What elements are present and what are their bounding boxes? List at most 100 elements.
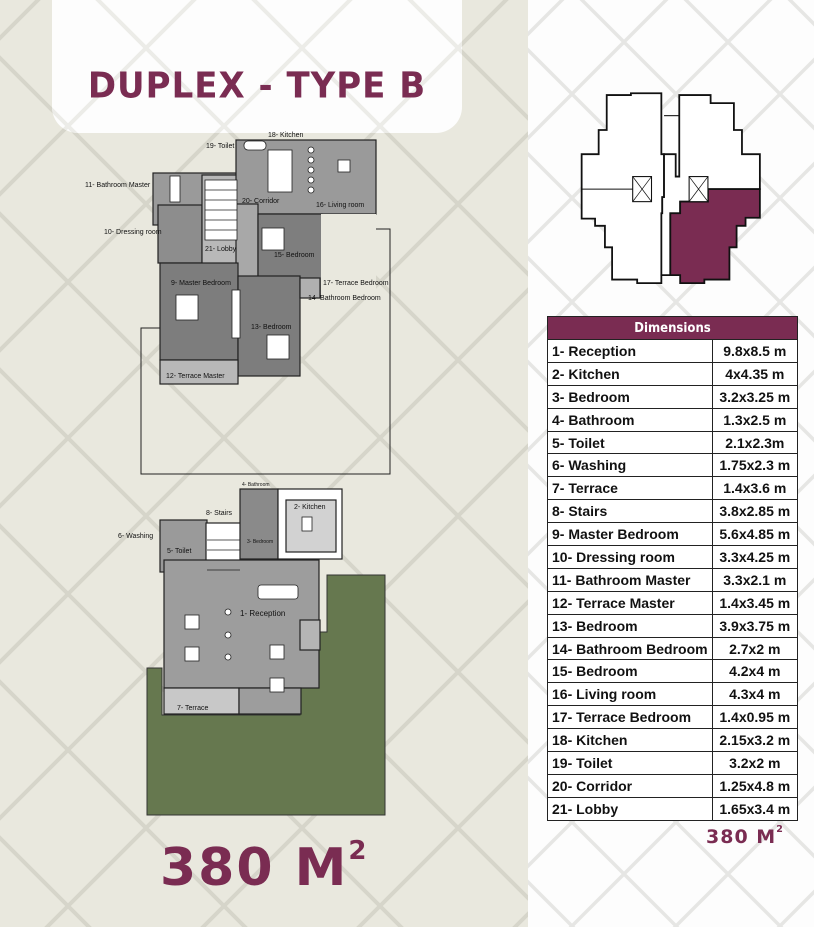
room-size: 1.75x2.3 m <box>711 453 799 478</box>
unit-highlight <box>669 188 761 285</box>
area-small-superscript: 2 <box>776 824 784 835</box>
label-room-11: 11- Bathroom Master <box>85 182 151 189</box>
title-lattice <box>52 0 462 133</box>
room-name: 11- Bathroom Master <box>547 567 713 592</box>
room-name: 1- Reception <box>547 339 713 363</box>
room-size: 2.1x2.3m <box>711 430 799 455</box>
room-size: 3.8x2.85 m <box>711 499 799 524</box>
room-size: 9.8x8.5 m <box>711 339 799 363</box>
label-room-9: 9- Master Bedroom <box>171 280 231 287</box>
room-name: 20- Corridor <box>547 773 713 798</box>
label-room-12: 12- Terrace Master <box>166 373 225 380</box>
room-size: 3.3x4.25 m <box>711 545 799 569</box>
upper-floor-plan <box>140 139 391 475</box>
room-size: 1.4x3.45 m <box>711 590 799 615</box>
room-name: 16- Living room <box>547 682 713 707</box>
room-size: 3.9x3.75 m <box>711 613 799 638</box>
room-size: 4.3x4 m <box>711 682 799 707</box>
label-room-4: 4- Bathroom <box>242 482 270 488</box>
lower-floor-plan <box>146 488 386 816</box>
dimensions-header: Dimensions <box>547 316 798 340</box>
room-size: 1.25x4.8 m <box>711 773 799 798</box>
area-superscript: 2 <box>348 836 369 866</box>
room-size: 4x4.35 m <box>711 361 799 386</box>
room-name: 21- Lobby <box>547 796 713 821</box>
room-name: 6- Washing <box>547 453 713 478</box>
room-size: 1.65x3.4 m <box>711 796 799 821</box>
page-title: DUPLEX - TYPE B <box>87 65 427 107</box>
label-room-20: 20- Corridor <box>242 198 280 205</box>
room-name: 19- Toilet <box>547 751 713 775</box>
label-room-17: 17- Terrace Bedroom <box>323 280 389 287</box>
label-room-3: 3- Bedroom <box>247 539 274 545</box>
label-room-15: 15- Bedroom <box>274 252 315 259</box>
room-size: 3.3x2.1 m <box>711 567 799 592</box>
label-room-5: 5- Toilet <box>167 548 192 555</box>
room-name: 7- Terrace <box>547 476 713 501</box>
label-room-6: 6- Washing <box>118 533 154 540</box>
left-panel: DUPLEX - TYPE B <box>0 0 528 927</box>
label-room-18: 18- Kitchen <box>268 132 304 139</box>
total-area-large: 380 M2 <box>160 836 369 898</box>
label-room-13: 13- Bedroom <box>251 324 292 331</box>
label-room-10: 10- Dressing room <box>104 229 162 236</box>
label-room-8: 8- Stairs <box>206 510 233 517</box>
room-name: 8- Stairs <box>547 499 713 524</box>
room-name: 5- Toilet <box>547 430 713 455</box>
label-room-7: 7- Terrace <box>177 705 209 712</box>
total-area-small-value: 380 M <box>706 826 777 848</box>
label-room-1: 1- Reception <box>240 609 286 618</box>
room-name: 15- Bedroom <box>547 659 713 684</box>
label-room-19: 19- Toilet <box>206 143 235 150</box>
room-name: 18- Kitchen <box>547 728 713 753</box>
room-name: 14- Bathroom Bedroom <box>547 636 713 661</box>
room-size: 3.2x2 m <box>711 751 799 775</box>
room-name: 12- Terrace Master <box>547 590 713 615</box>
key-plan <box>580 92 761 285</box>
room-size: 5.6x4.85 m <box>711 522 799 547</box>
label-room-21: 21- Lobby <box>205 246 237 253</box>
room-name: 3- Bedroom <box>547 384 713 409</box>
room-size: 1.4x3.6 m <box>711 476 799 501</box>
room-size: 3.2x3.25 m <box>711 384 799 409</box>
room-name: 17- Terrace Bedroom <box>547 705 713 730</box>
room-size: 4.2x4 m <box>711 659 799 684</box>
total-area-value: 380 M <box>160 838 349 898</box>
room-name: 2- Kitchen <box>547 361 713 386</box>
room-size: 2.15x3.2 m <box>711 728 799 753</box>
room-size: 1.3x2.5 m <box>711 407 799 432</box>
label-room-16: 16- Living room <box>316 202 365 209</box>
label-room-2: 2- Kitchen <box>294 504 326 511</box>
room-name: 4- Bathroom <box>547 407 713 432</box>
total-area-small: 380 M2 <box>706 824 784 848</box>
room-name: 10- Dressing room <box>547 545 713 569</box>
label-room-14: 14- Bathroom Bedroom <box>308 295 381 302</box>
room-size: 2.7x2 m <box>711 636 799 661</box>
room-name: 9- Master Bedroom <box>547 522 713 547</box>
title-card: DUPLEX - TYPE B <box>52 0 462 133</box>
room-size: 1.4x0.95 m <box>711 705 799 730</box>
room-name: 13- Bedroom <box>547 613 713 638</box>
